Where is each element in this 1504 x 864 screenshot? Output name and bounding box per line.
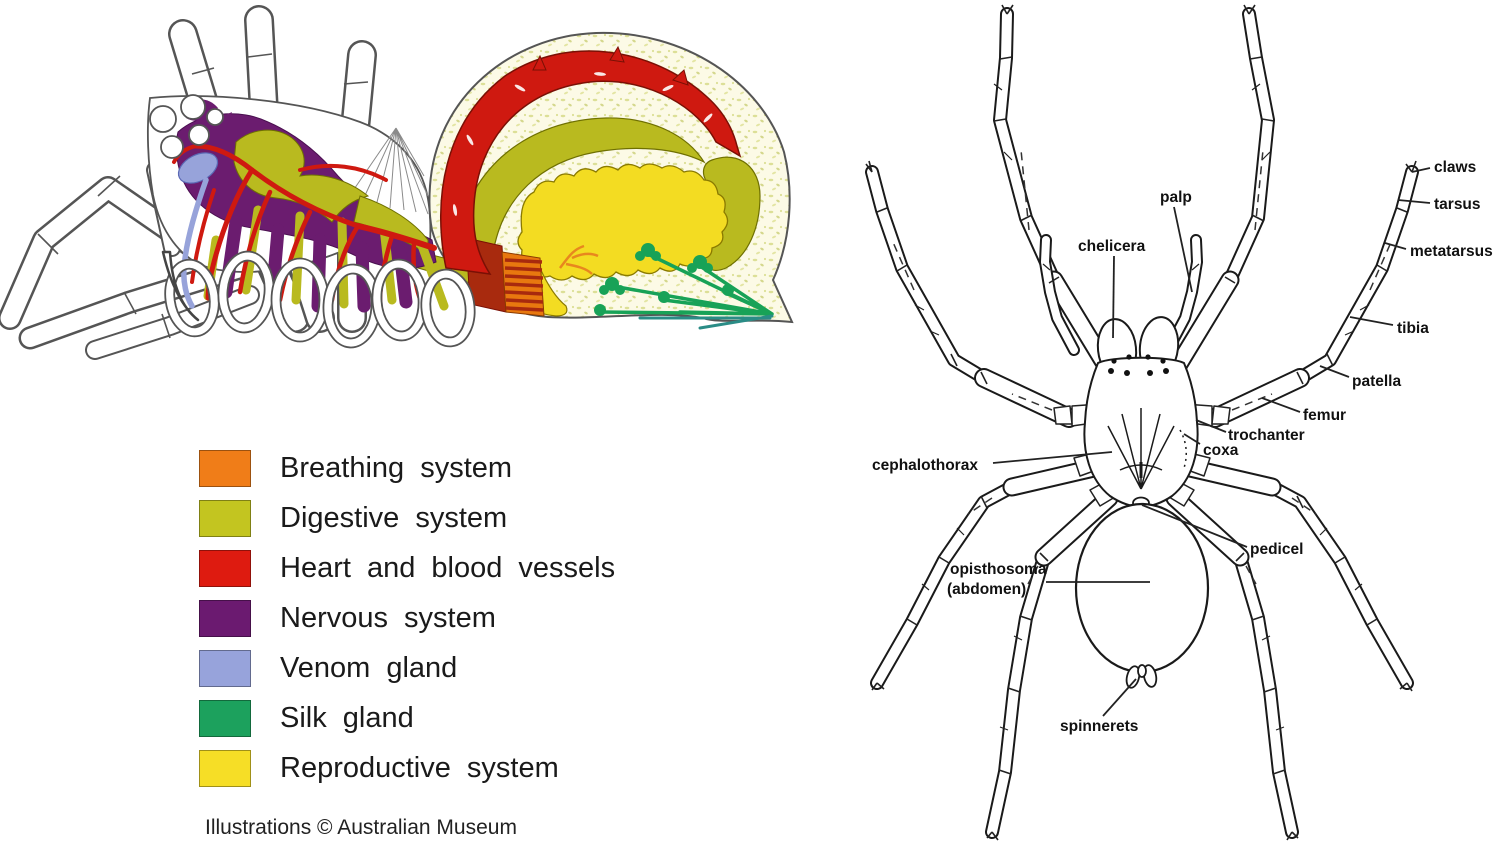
part-labels: palp chelicera claws tarsus metatarsus t… — [872, 159, 1493, 735]
heart-swatch — [199, 550, 251, 587]
legend-item-breathing: Breathing system — [199, 450, 615, 487]
abdomen-shape — [1074, 502, 1210, 674]
fang — [161, 250, 200, 322]
eyes — [149, 94, 224, 159]
label-tarsus: tarsus — [1434, 196, 1481, 213]
legend-item-reproductive: Reproductive system — [199, 750, 615, 787]
label-claws: claws — [1434, 159, 1476, 176]
silk-swatch — [199, 700, 251, 737]
segment-dashes — [891, 149, 1393, 585]
eyes — [1108, 354, 1169, 376]
legend-item-nervous: Nervous system — [199, 600, 615, 637]
breathing-system — [501, 244, 599, 317]
spider-internal-anatomy-illustration — [0, 5, 794, 360]
label-chelicera: chelicera — [1078, 238, 1146, 255]
label-opisthosoma: opisthosoma — [950, 561, 1047, 578]
leader-lines — [992, 167, 1431, 717]
leg-base-rings — [164, 250, 476, 349]
spinnerets-shape — [1125, 664, 1158, 689]
stomach-muscle-striations — [347, 127, 429, 215]
label-metatarsus: metatarsus — [1410, 243, 1493, 260]
label-abdomen: (abdomen) — [947, 581, 1026, 598]
copyright-caption: Illustrations © Australian Museum — [205, 816, 517, 839]
legend-label: Silk gland — [280, 702, 414, 734]
legend: Breathing system Digestive system Heart … — [199, 450, 615, 800]
label-spinnerets: spinnerets — [1060, 718, 1138, 735]
fovea-lines — [1107, 408, 1187, 490]
heart — [440, 45, 742, 313]
breathing-swatch — [199, 450, 251, 487]
label-coxa: coxa — [1203, 442, 1239, 459]
legend-label: Heart and blood vessels — [280, 552, 616, 584]
nervous-swatch — [199, 600, 251, 637]
silk-glands — [594, 243, 774, 330]
claw-forks — [865, 4, 1417, 841]
legend-label: Nervous system — [280, 602, 496, 634]
legend-item-silk: Silk gland — [199, 700, 615, 737]
reproductive-system — [517, 163, 729, 317]
label-trochanter: trochanter — [1228, 427, 1305, 444]
leg-hairs — [914, 83, 1370, 731]
label-patella: patella — [1352, 373, 1401, 390]
label-pedicel: pedicel — [1250, 541, 1303, 558]
reproductive-swatch — [199, 750, 251, 787]
spider-external-anatomy-diagram: palp chelicera claws tarsus metatarsus t… — [865, 4, 1493, 841]
legend-label: Venom gland — [280, 652, 458, 684]
digestive-swatch — [199, 500, 251, 537]
legend-label: Breathing system — [280, 452, 513, 484]
joint-ticks — [876, 56, 1408, 775]
label-tibia: tibia — [1397, 320, 1429, 337]
venom-swatch — [199, 650, 251, 687]
legend-item-heart: Heart and blood vessels — [199, 550, 615, 587]
legend-label: Reproductive system — [280, 752, 559, 784]
legend-item-digestive: Digestive system — [199, 500, 615, 537]
label-palp: palp — [1160, 189, 1192, 206]
label-cephalothorax: cephalothorax — [872, 457, 978, 474]
legend-label: Digestive system — [280, 502, 508, 534]
label-femur: femur — [1303, 407, 1346, 424]
legend-item-venom: Venom gland — [199, 650, 615, 687]
